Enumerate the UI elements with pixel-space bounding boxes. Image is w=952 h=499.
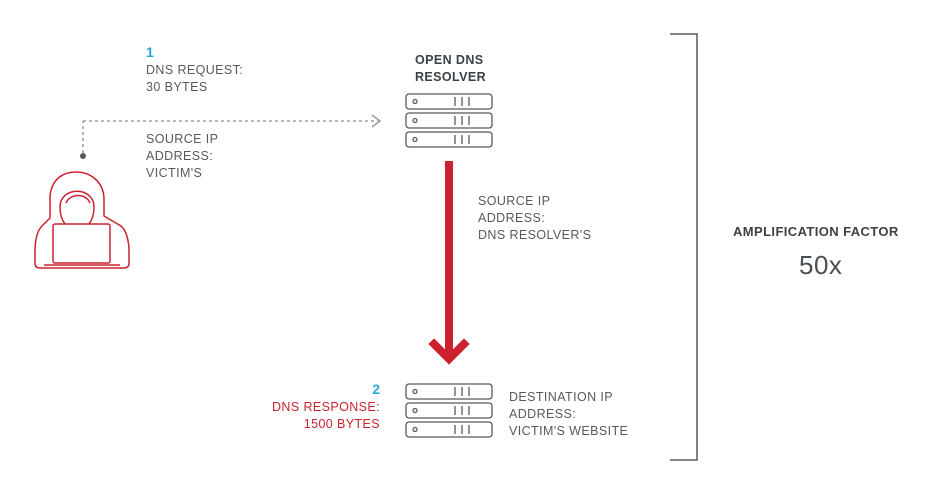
- victim-source-ip-label: SOURCE IP ADDRESS: VICTIM'S: [146, 132, 219, 180]
- amplification-bracket: [670, 33, 698, 461]
- amplification-factor-value: 50x: [799, 250, 843, 280]
- request-origin-dot: [80, 153, 86, 159]
- resolver-server-stack-icon: [405, 93, 493, 148]
- attacker-hood-icon: [34, 171, 130, 269]
- victim-server-stack-icon: [405, 383, 493, 438]
- resolver-source-ip-label: SOURCE IP ADDRESS: DNS RESOLVER'S: [478, 194, 592, 242]
- response-arrow: [428, 161, 470, 365]
- dns-response-label: DNS RESPONSE: 1500 BYTES: [271, 400, 380, 431]
- request-arrowhead: [371, 114, 382, 128]
- destination-ip-label: DESTINATION IP ADDRESS: VICTIM'S WEBSITE: [509, 390, 629, 438]
- step-2-number: 2: [372, 381, 380, 397]
- request-path: [80, 114, 382, 159]
- step-1-number: 1: [146, 44, 154, 60]
- dns-request-label: DNS REQUEST: 30 BYTES: [146, 63, 244, 94]
- amplification-factor-label: AMPLIFICATION FACTOR: [733, 224, 899, 239]
- resolver-title: OPEN DNS RESOLVER: [415, 53, 487, 84]
